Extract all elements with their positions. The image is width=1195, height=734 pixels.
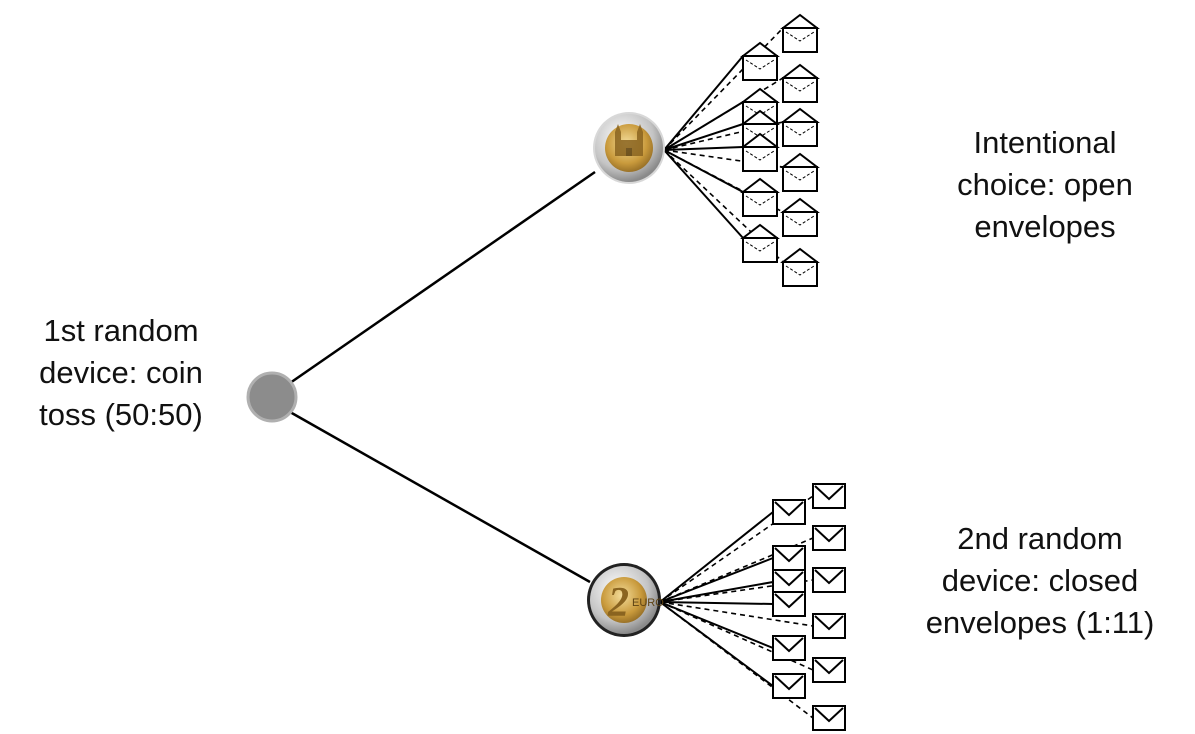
- fan-line: [663, 27, 784, 151]
- closed-envelope-icon: [772, 499, 806, 525]
- open-envelope-icon: [740, 177, 780, 217]
- fan-line: [663, 146, 744, 151]
- closed-envelope-icon: [812, 567, 846, 593]
- closed-envelope-icon: [812, 613, 846, 639]
- closed-envelope-icon: [772, 569, 806, 595]
- fan-line: [659, 601, 774, 605]
- closed-envelope-icon: [772, 673, 806, 699]
- two-euro-coin-icon: 2 EURO: [587, 563, 664, 637]
- closed-envelope-icon: [812, 483, 846, 509]
- closed-envelope-icon: [772, 545, 806, 571]
- closed-envelope-icon: [772, 591, 806, 617]
- closed-envelopes-group: [772, 483, 846, 731]
- svg-text:2: 2: [607, 580, 629, 626]
- fan-line: [663, 149, 744, 239]
- fan-line: [659, 581, 774, 603]
- closed-envelope-icon: [772, 635, 806, 661]
- root-label: 1st random device: coin toss (50:50): [39, 313, 203, 432]
- open-envelope-icon: [740, 41, 780, 81]
- open-envelope-icon: [740, 132, 780, 172]
- lower-branch-label: 2nd random device: closed envelopes (1:1…: [925, 521, 1155, 640]
- open-envelope-icon: [780, 152, 820, 192]
- branch-line-lower: [289, 410, 591, 584]
- closed-envelope-icon: [812, 657, 846, 683]
- open-envelope-icon: [780, 247, 820, 287]
- upper-branch-label: Intentional choice: open envelopes: [957, 125, 1133, 244]
- branch-line-upper: [289, 170, 596, 385]
- fan-line: [659, 601, 814, 627]
- heads-coin-icon: [593, 112, 665, 184]
- fan-line: [663, 123, 744, 151]
- open-envelope-icon: [780, 197, 820, 237]
- root-node: [246, 371, 298, 423]
- fan-line: [663, 55, 744, 151]
- open-envelope-icon: [780, 13, 820, 53]
- open-envelope-icon: [780, 63, 820, 103]
- fan-line: [659, 601, 774, 687]
- open-envelope-icon: [780, 107, 820, 147]
- open-envelopes-group: [740, 13, 820, 287]
- svg-text:EURO: EURO: [632, 597, 664, 609]
- fan-line: [659, 511, 774, 603]
- closed-envelope-icon: [812, 525, 846, 551]
- closed-envelope-icon: [812, 705, 846, 731]
- open-envelope-icon: [740, 223, 780, 263]
